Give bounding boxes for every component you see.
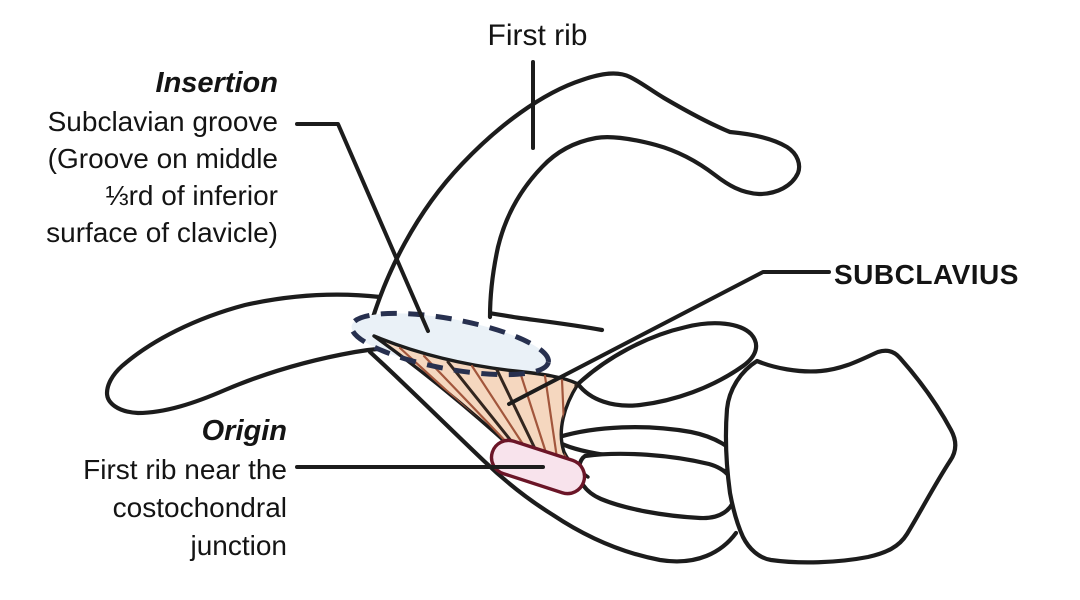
insertion-text-line: Subclavian groove — [47, 106, 278, 137]
subclavian-groove-area — [351, 313, 549, 375]
origin-label-block: Origin First rib near the costochondral … — [0, 411, 287, 565]
origin-heading: Origin — [201, 415, 287, 447]
insertion-text-line: surface of clavicle) — [46, 217, 278, 248]
first-rib-outline — [365, 71, 802, 337]
first-rib-label: First rib — [487, 19, 588, 52]
insertion-text-line: (Groove on middle — [47, 143, 278, 174]
subclavian-groove-dashed-outline — [349, 310, 551, 378]
leader-line-subclavius — [507, 270, 831, 406]
rib-shaft-curve — [367, 349, 739, 564]
insertion-text-line: ⅓rd of inferior — [105, 180, 278, 211]
insertion-label-block: Insertion Subclavian groove (Groove on m… — [0, 63, 278, 251]
insertion-heading: Insertion — [155, 67, 278, 99]
first-rib-shape — [365, 71, 802, 337]
leader-line-insertion — [295, 122, 430, 333]
subclavius-muscle-label: SUBCLAVIUS — [834, 259, 1019, 290]
costal-cartilage-2 — [576, 451, 738, 521]
origin-text-line: costochondral — [112, 492, 287, 523]
clavicle-medial-end — [575, 321, 759, 408]
origin-text-line: First rib near the — [83, 454, 287, 485]
sternum-shape — [723, 348, 958, 565]
origin-text-line: junction — [190, 530, 287, 561]
